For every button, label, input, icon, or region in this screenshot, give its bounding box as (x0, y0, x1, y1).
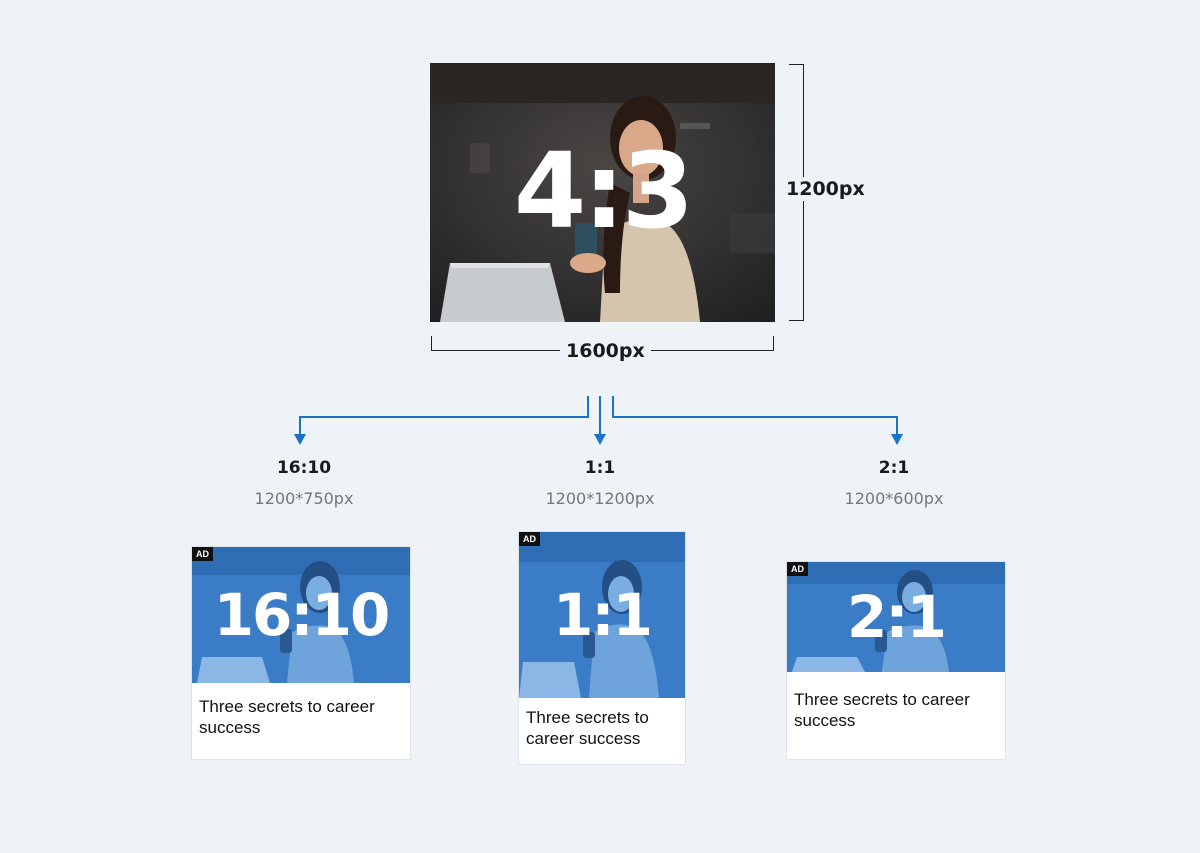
ad-image: 1:1 (519, 532, 685, 698)
ad-card-2-1[interactable]: 2:1 AD Three secrets to career success (786, 561, 1006, 760)
variant-ratio-title: 16:10 (276, 458, 332, 478)
ad-badge: AD (787, 562, 808, 576)
ad-badge: AD (192, 547, 213, 561)
ad-card-1-1[interactable]: 1:1 AD Three secrets to career success (518, 531, 686, 765)
photo-illustration (519, 532, 685, 698)
variant-ratio-title: 2:1 (878, 458, 910, 478)
arrow-middle-head (594, 434, 606, 445)
ad-caption[interactable]: Three secrets to career success (199, 697, 375, 737)
ad-caption[interactable]: Three secrets to career success (526, 708, 649, 748)
variant-size-label: 1200*750px (254, 489, 354, 508)
variant-size-label: 1200*1200px (545, 489, 655, 508)
main-image-4-3: 4:3 (430, 63, 775, 322)
ad-image: 16:10 (192, 547, 410, 683)
photo-illustration (430, 63, 775, 322)
arrow-left-line (299, 396, 589, 436)
ad-badge: AD (519, 532, 540, 546)
width-label: 1600px (560, 339, 651, 363)
main-ratio-label: 4:3 (513, 129, 694, 252)
variant-size-label: 1200*600px (844, 489, 944, 508)
variant-ratio-overlay: 1:1 (553, 581, 653, 649)
variant-ratio-overlay: 16:10 (213, 581, 391, 649)
photo-illustration (787, 562, 1005, 672)
ad-image: 2:1 (787, 562, 1005, 672)
arrow-left-head (294, 434, 306, 445)
branch-arrows (294, 396, 903, 445)
ad-card-16-10[interactable]: 16:10 AD Three secrets to career success (191, 546, 411, 760)
arrow-right-head (891, 434, 903, 445)
ad-caption[interactable]: Three secrets to career success (794, 690, 970, 730)
variant-ratio-title: 1:1 (584, 458, 616, 478)
variant-ratio-overlay: 2:1 (847, 583, 947, 651)
arrow-right-line (612, 396, 898, 436)
height-label: 1200px (780, 177, 871, 201)
photo-illustration (192, 547, 410, 683)
